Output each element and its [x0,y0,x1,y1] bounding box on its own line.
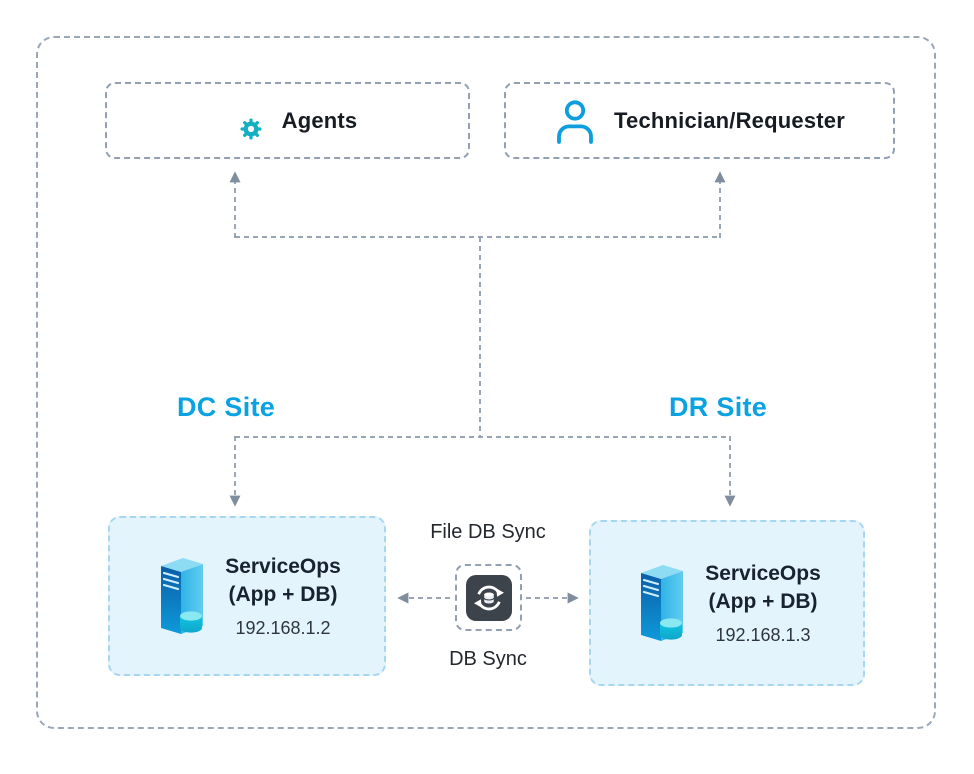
dr-server-sub: (App + DB) [708,589,818,613]
dc-server-ip: 192.168.1.2 [235,617,331,638]
dc-site-label: DC Site [177,392,276,422]
agents-icon [218,100,264,142]
technician-node: Technician/Requester [504,82,895,159]
agents-label: Agents [281,107,358,133]
dr-server-name: ServiceOps [705,562,821,586]
dc-site-text: ServiceOps (App + DB) 192.168.1.2 [225,553,341,639]
outer-boundary [36,36,936,729]
dc-site-box: ServiceOps (App + DB) 192.168.1.2 [108,516,386,676]
db-sync-label: DB Sync [449,648,527,670]
file-db-sync-label: File DB Sync [430,521,546,543]
dr-site-label: DR Site [669,392,768,422]
db-sync-icon [465,574,512,621]
dc-server-tower-icon [153,552,209,640]
db-sync-icon-box [455,564,522,631]
dr-site-box: ServiceOps (App + DB) 192.168.1.3 [589,520,865,686]
technician-label: Technician/Requester [614,107,845,133]
dr-server-ip: 192.168.1.3 [715,624,811,645]
agents-node: Agents [105,82,470,159]
dr-server-tower-icon [633,559,689,647]
dc-server-sub: (App + DB) [228,582,338,606]
person-icon [554,98,596,144]
dr-site-text: ServiceOps (App + DB) 192.168.1.3 [705,560,821,646]
dc-server-name: ServiceOps [225,555,341,579]
